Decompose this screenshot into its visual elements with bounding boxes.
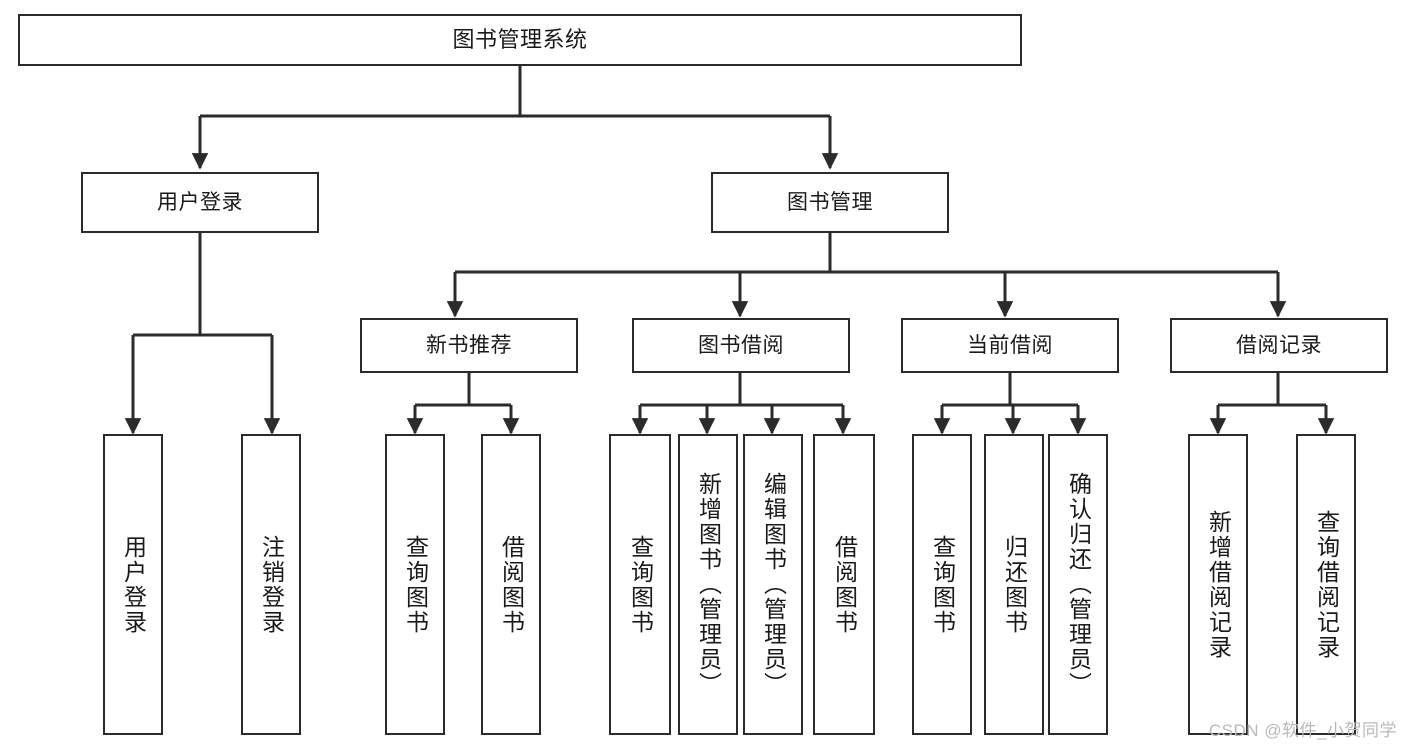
- node-label: 注销登录: [258, 534, 285, 635]
- node-label: 借阅图书: [498, 534, 525, 635]
- leaf-borrow-edit-book-admin[interactable]: 编辑图书（管理员）: [743, 434, 803, 735]
- node-label: 新增图书（管理员）: [695, 472, 722, 697]
- node-label: 查询图书: [627, 534, 654, 635]
- node-label: 图书管理系统: [452, 26, 588, 52]
- leaf-user-login-signin[interactable]: 用户登录: [103, 434, 163, 735]
- node-borrow-records[interactable]: 借阅记录: [1170, 318, 1388, 373]
- node-book-borrow[interactable]: 图书借阅: [632, 318, 850, 373]
- leaf-current-query-book[interactable]: 查询图书: [912, 434, 972, 735]
- node-label: 用户登录: [120, 534, 147, 635]
- node-label: 当前借阅: [967, 333, 1053, 357]
- leaf-borrow-borrow-book[interactable]: 借阅图书: [813, 434, 875, 735]
- leaf-new-book-borrow-book[interactable]: 借阅图书: [481, 434, 541, 735]
- leaf-new-book-query-book[interactable]: 查询图书: [385, 434, 445, 735]
- leaf-records-query-record[interactable]: 查询借阅记录: [1296, 434, 1356, 735]
- node-label: 查询图书: [929, 534, 956, 635]
- node-root-book-management-system[interactable]: 图书管理系统: [18, 14, 1022, 66]
- node-label: 新书推荐: [426, 333, 512, 357]
- leaf-current-confirm-return-admin[interactable]: 确认归还（管理员）: [1048, 434, 1108, 735]
- node-label: 查询图书: [402, 534, 429, 635]
- leaf-user-login-signout[interactable]: 注销登录: [241, 434, 301, 735]
- node-current-borrow[interactable]: 当前借阅: [901, 318, 1119, 373]
- node-label: 用户登录: [157, 190, 243, 214]
- node-label: 借阅记录: [1236, 333, 1322, 357]
- node-label: 新增借阅记录: [1205, 509, 1232, 660]
- leaf-borrow-query-book[interactable]: 查询图书: [609, 434, 671, 735]
- node-label: 确认归还（管理员）: [1065, 472, 1092, 697]
- node-label: 编辑图书（管理员）: [760, 472, 787, 697]
- node-label: 借阅图书: [831, 534, 858, 635]
- node-new-book-recommend[interactable]: 新书推荐: [360, 318, 578, 373]
- node-label: 图书借阅: [698, 333, 784, 357]
- watermark-text: CSDN @软件_小贺同学: [1208, 721, 1397, 740]
- node-label: 归还图书: [1001, 534, 1028, 635]
- leaf-borrow-add-book-admin[interactable]: 新增图书（管理员）: [678, 434, 738, 735]
- node-book-management[interactable]: 图书管理: [711, 172, 949, 233]
- node-label: 查询借阅记录: [1313, 509, 1340, 660]
- node-user-login[interactable]: 用户登录: [81, 172, 319, 233]
- leaf-records-add-record[interactable]: 新增借阅记录: [1188, 434, 1248, 735]
- leaf-current-return-book[interactable]: 归还图书: [984, 434, 1044, 735]
- node-label: 图书管理: [787, 190, 873, 214]
